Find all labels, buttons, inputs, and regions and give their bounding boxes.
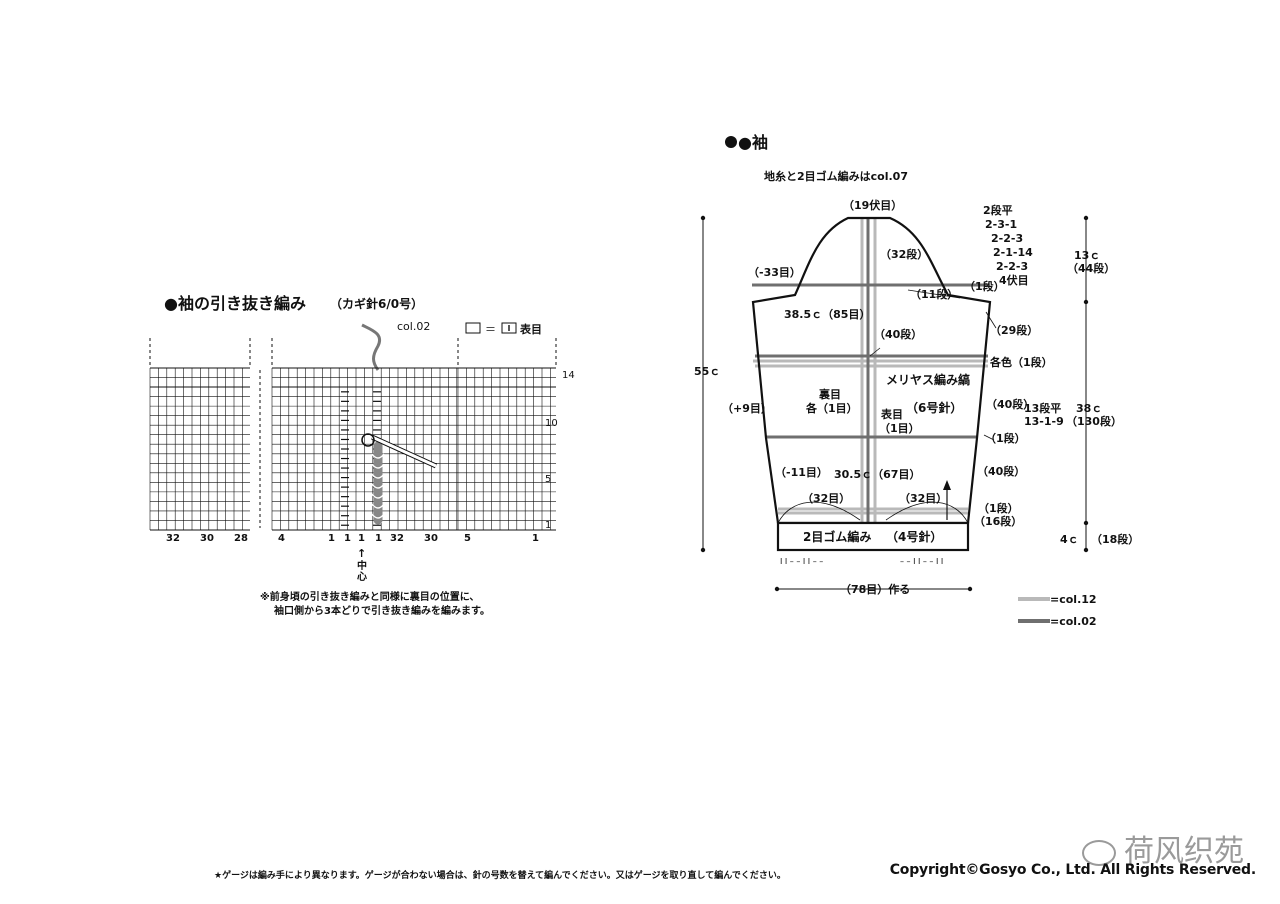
label-rows40b: （40段） [986, 397, 1034, 411]
yarn-note: 地糸と2目ゴム編みはcol.07 [764, 169, 908, 183]
legend-knit-box [501, 322, 517, 334]
cap-schedule-item: 2-2-3 [991, 232, 1023, 245]
note-line-1: ※前身頃の引き抜き編みと同様に裏目の位置に、 [260, 590, 479, 603]
slip-stitch-section: ●袖の引き抜き編み （カギ針6/0号） ＝ 表目 col.02 14 10 5 … [149, 294, 575, 617]
label-row1a: （1段） [964, 279, 1005, 293]
label-knit: 表目 [880, 407, 903, 421]
legend-label-col02: =col.02 [1050, 615, 1097, 628]
label-top-bind: （19伏目） [843, 198, 902, 212]
center-label: 心 [357, 571, 367, 583]
label-row1c: （1段） [978, 501, 1019, 515]
rib-marks: – – I I – – I I [900, 557, 943, 566]
row-label-10: 10 [545, 418, 558, 429]
label-rows29: （29段） [990, 323, 1038, 337]
label-row1b: （1段） [985, 431, 1026, 445]
label-rib: 2目ゴム編み [803, 529, 871, 544]
cap-schedule-item: 2段平 [983, 203, 1013, 217]
label-purl: 裏目 [818, 387, 841, 401]
legend-blank-box [465, 322, 481, 334]
legend-equals: ＝ [485, 323, 496, 336]
label-st32a: （32目） [802, 492, 850, 505]
label-knit1: （1目） [879, 422, 920, 435]
sleeve-section: ●袖 地糸と2目ゴム編みはcol.07 [694, 133, 1139, 628]
crochet-chain [371, 441, 385, 525]
col-number: 32 [390, 533, 404, 544]
cap-schedule-item: 2-3-1 [985, 218, 1017, 231]
cap-schedule-item: 4伏目 [999, 273, 1029, 287]
col-number: 32 [166, 533, 180, 544]
rib-band [776, 521, 970, 552]
label-st32b: （32目） [899, 492, 947, 505]
center-arrow: ↑ [357, 547, 366, 560]
label-r130: （130段） [1066, 414, 1122, 428]
label-dec11: （-11目） [775, 466, 828, 479]
center-label: 中 [357, 559, 367, 572]
yarn-label: col.02 [397, 320, 430, 333]
label-body-stitch: メリヤス編み縞 [886, 372, 970, 387]
label-cap-dec: （-33目） [748, 266, 801, 279]
dimension-lines [702, 218, 1087, 590]
gauge-note: ★ゲージは編み手により異なります。ゲージが合わない場合は、針の号数を替えて編んで… [214, 871, 786, 881]
label-cap-rows: （32段） [880, 247, 928, 261]
label-each1: 各（1目） [805, 401, 858, 415]
col-number: 5 [464, 533, 471, 544]
chat-bubble-icon [1082, 839, 1116, 866]
color-legend: =col.12 =col.02 [1018, 593, 1097, 628]
label-h55: 55ｃ [694, 365, 720, 378]
label-rows11: （11段） [910, 287, 958, 301]
label-r44: （44段） [1067, 261, 1115, 275]
label-needle4: （4号針） [886, 529, 942, 544]
col-number: 4 [278, 533, 285, 544]
rib-marks: I I – – I I – – [780, 557, 823, 566]
legend-label: 表目 [519, 322, 542, 336]
stripe-lines [752, 218, 990, 523]
col-number: 1 [328, 533, 335, 544]
col-number: 1 [375, 533, 382, 544]
watermark: 荷风织苑 [1082, 826, 1244, 870]
slip-stitch-subtitle: （カギ針6/0号） [330, 296, 423, 311]
label-rows16: （16段） [974, 514, 1022, 528]
label-cast-on: （78目）作る [840, 582, 910, 596]
chart-grid [149, 338, 557, 531]
copyright: Copyright©Gosyo Co., Ltd. All Rights Res… [889, 862, 1256, 878]
yarn-tail [361, 323, 381, 371]
label-color-row: 各色（1段） [989, 355, 1053, 369]
watermark-text: 荷风织苑 [1124, 834, 1244, 869]
row-label-5: 5 [545, 474, 551, 485]
sleeve-outline [751, 216, 992, 525]
label-inc-rule2: 13-1-9 [1024, 415, 1064, 428]
label-h38: 38ｃ [1076, 402, 1102, 415]
note-line-2: 袖口側から3本どりで引き抜き編みを編みます。 [273, 604, 490, 617]
cap-schedule-item: 2-2-3 [996, 260, 1028, 273]
col-number: 30 [200, 533, 214, 544]
sleeve-title: ●袖 [738, 133, 768, 152]
label-inc-rule1: 13段平 [1024, 401, 1061, 415]
label-rows40a: （40段） [874, 327, 922, 341]
legend-label-col12: =col.12 [1050, 593, 1097, 606]
label-h4: 4ｃ [1060, 533, 1079, 546]
col-number: 1 [532, 533, 539, 544]
row-label-1: 1 [545, 520, 551, 531]
col-number: 1 [358, 533, 365, 544]
slip-stitch-title: ●袖の引き抜き編み [164, 294, 306, 313]
label-width-bottom: 30.5ｃ（67目） [834, 468, 920, 481]
label-r18: （18段） [1091, 532, 1139, 546]
label-needle6: （6号針） [906, 400, 962, 415]
label-h13: 13ｃ [1074, 249, 1100, 262]
label-rows40c: （40段） [977, 464, 1025, 478]
col-number: 1 [344, 533, 351, 544]
cap-schedule-item: 2-1-14 [993, 246, 1033, 259]
label-inc: （+9目） [722, 402, 772, 415]
col-number: 28 [234, 533, 248, 544]
direction-arrow-icon [943, 480, 951, 490]
label-width-top: 38.5ｃ（85目） [784, 308, 870, 321]
row-label-14: 14 [562, 370, 575, 381]
col-number: 30 [424, 533, 438, 544]
crochet-hook-icon [361, 433, 438, 469]
